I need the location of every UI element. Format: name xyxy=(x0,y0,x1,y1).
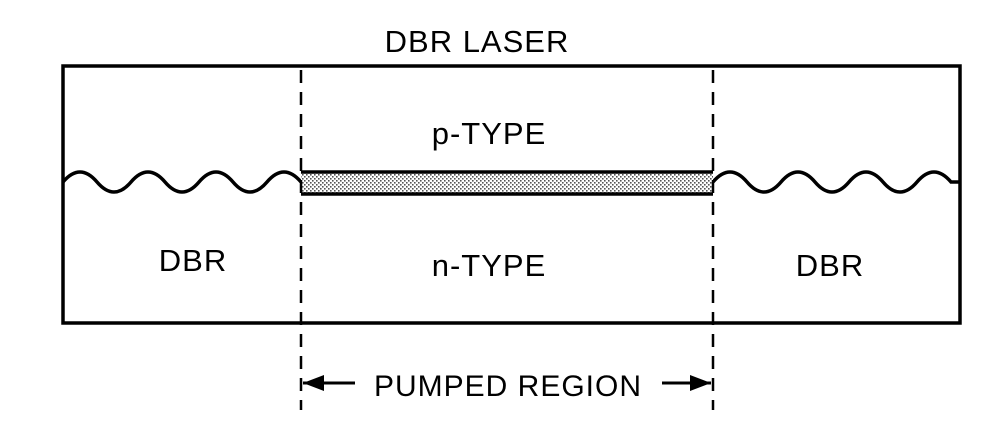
right-dbr-label: DBR xyxy=(796,248,864,283)
right-grating xyxy=(711,170,960,194)
device-outline xyxy=(61,64,962,325)
pumped-region-label: PUMPED REGION xyxy=(374,370,642,403)
upper-layer-label: p-TYPE xyxy=(432,116,547,151)
active-layer xyxy=(301,172,713,194)
diagram-title: DBR LASER xyxy=(385,24,570,59)
arrowhead-right xyxy=(690,375,711,391)
left-dbr-label: DBR xyxy=(159,243,227,278)
left-grating xyxy=(61,170,303,194)
arrowhead-left xyxy=(303,375,324,391)
lower-layer-label: n-TYPE xyxy=(432,248,547,283)
